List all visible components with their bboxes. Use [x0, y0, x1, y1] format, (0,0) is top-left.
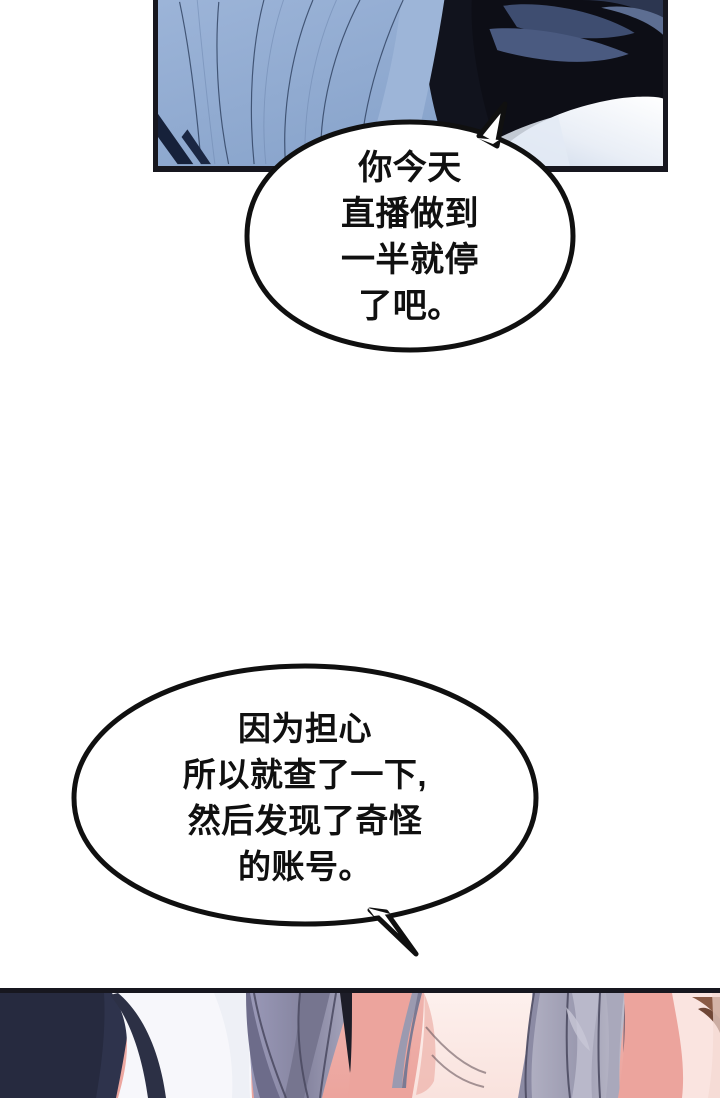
speech-bubble-top: 你今天 直播做到 一半就停 了吧。 [243, 101, 577, 356]
bottom-panel-artwork [0, 993, 720, 1098]
speech-bubble-bottom: 因为担心 所以就查了一下, 然后发现了奇怪 的账号。 [70, 662, 540, 957]
bottom-panel [0, 988, 720, 1098]
speech-bubble-top-shape [244, 101, 576, 353]
speech-bubble-bottom-shape [71, 663, 539, 957]
